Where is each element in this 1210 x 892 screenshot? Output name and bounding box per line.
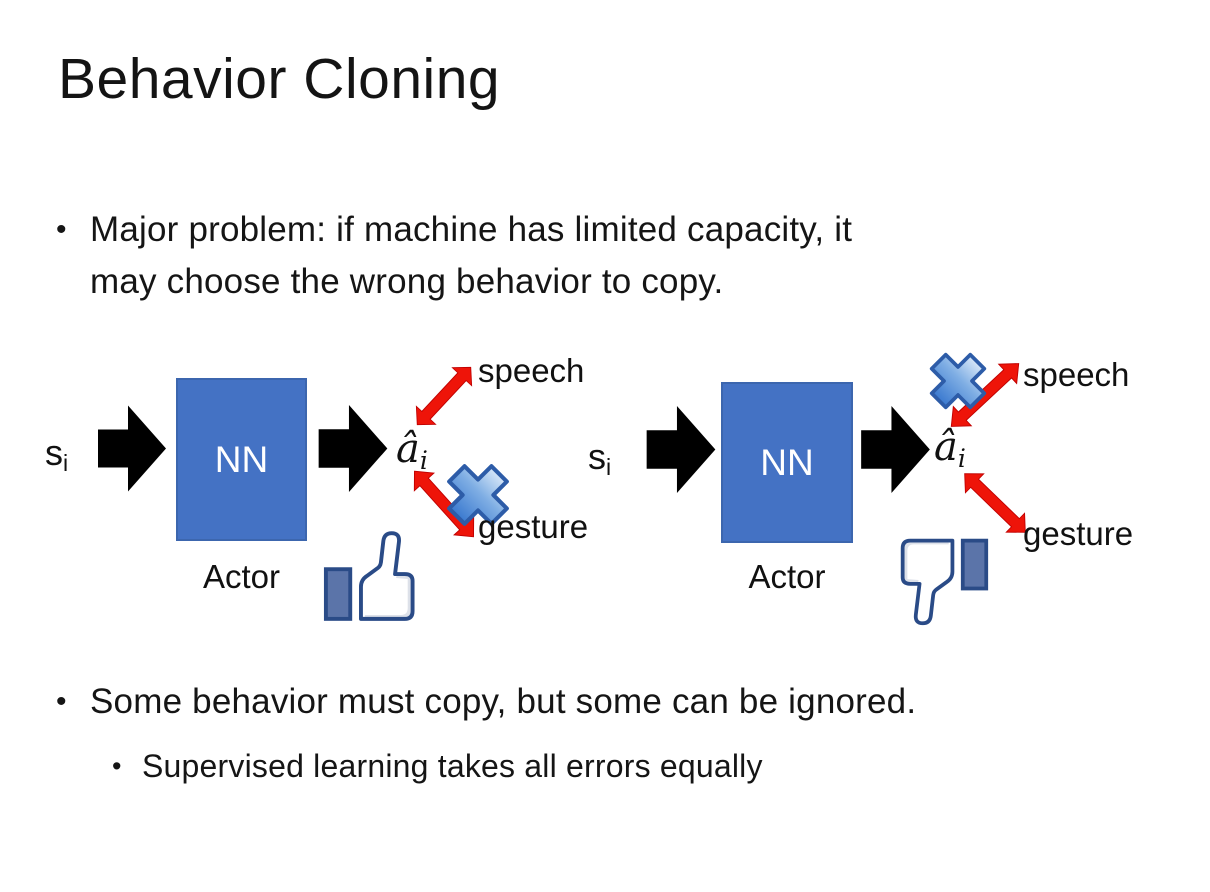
- nn-box-right: NN: [721, 382, 853, 543]
- gesture-label-right: gesture: [1023, 515, 1134, 552]
- block-arrow-icon: [861, 406, 930, 493]
- block-arrow-icon: [98, 405, 166, 492]
- gesture-label-left: gesture: [478, 508, 589, 545]
- actor-label-left: Actor: [202, 558, 281, 595]
- thumbs-down-icon: [900, 538, 989, 626]
- page-title: Behavior Cloning: [58, 47, 501, 111]
- output-action-label-right: âi: [934, 424, 966, 473]
- bullet-marker: •: [56, 685, 67, 718]
- red-double-arrow-icon: [964, 473, 1026, 533]
- bullet-supervised: • Supervised learning takes all errors e…: [112, 740, 1072, 792]
- bullet-major-problem-line1: Major problem: if machine has limited ca…: [90, 210, 853, 249]
- blue-cross-icon: [447, 464, 509, 526]
- blue-cross-icon: [929, 352, 987, 410]
- input-state-label-right: si: [588, 436, 612, 480]
- bullet-major-problem-line2: may choose the wrong behavior to copy.: [90, 262, 724, 301]
- bullet-marker: •: [112, 751, 122, 781]
- block-arrow-icon: [646, 406, 716, 493]
- thumbs-up-icon: [323, 531, 415, 621]
- block-arrow-icon: [318, 405, 388, 492]
- red-double-arrow-icon: [415, 366, 473, 426]
- nn-box-left: NN: [176, 378, 307, 541]
- speech-label-right: speech: [1023, 356, 1130, 393]
- bullet-marker: •: [56, 213, 67, 246]
- bullet-some-behavior: • Some behavior must copy, but some can …: [56, 676, 1116, 728]
- output-action-label-left: âi: [396, 426, 428, 475]
- speech-label-left: speech: [478, 352, 585, 389]
- input-state-label-left: si: [45, 432, 69, 476]
- nn-label: NN: [760, 441, 814, 483]
- bullet-major-problem: • Major problem: if machine has limited …: [56, 204, 1086, 308]
- nn-label: NN: [214, 438, 269, 480]
- actor-label-right: Actor: [748, 558, 826, 595]
